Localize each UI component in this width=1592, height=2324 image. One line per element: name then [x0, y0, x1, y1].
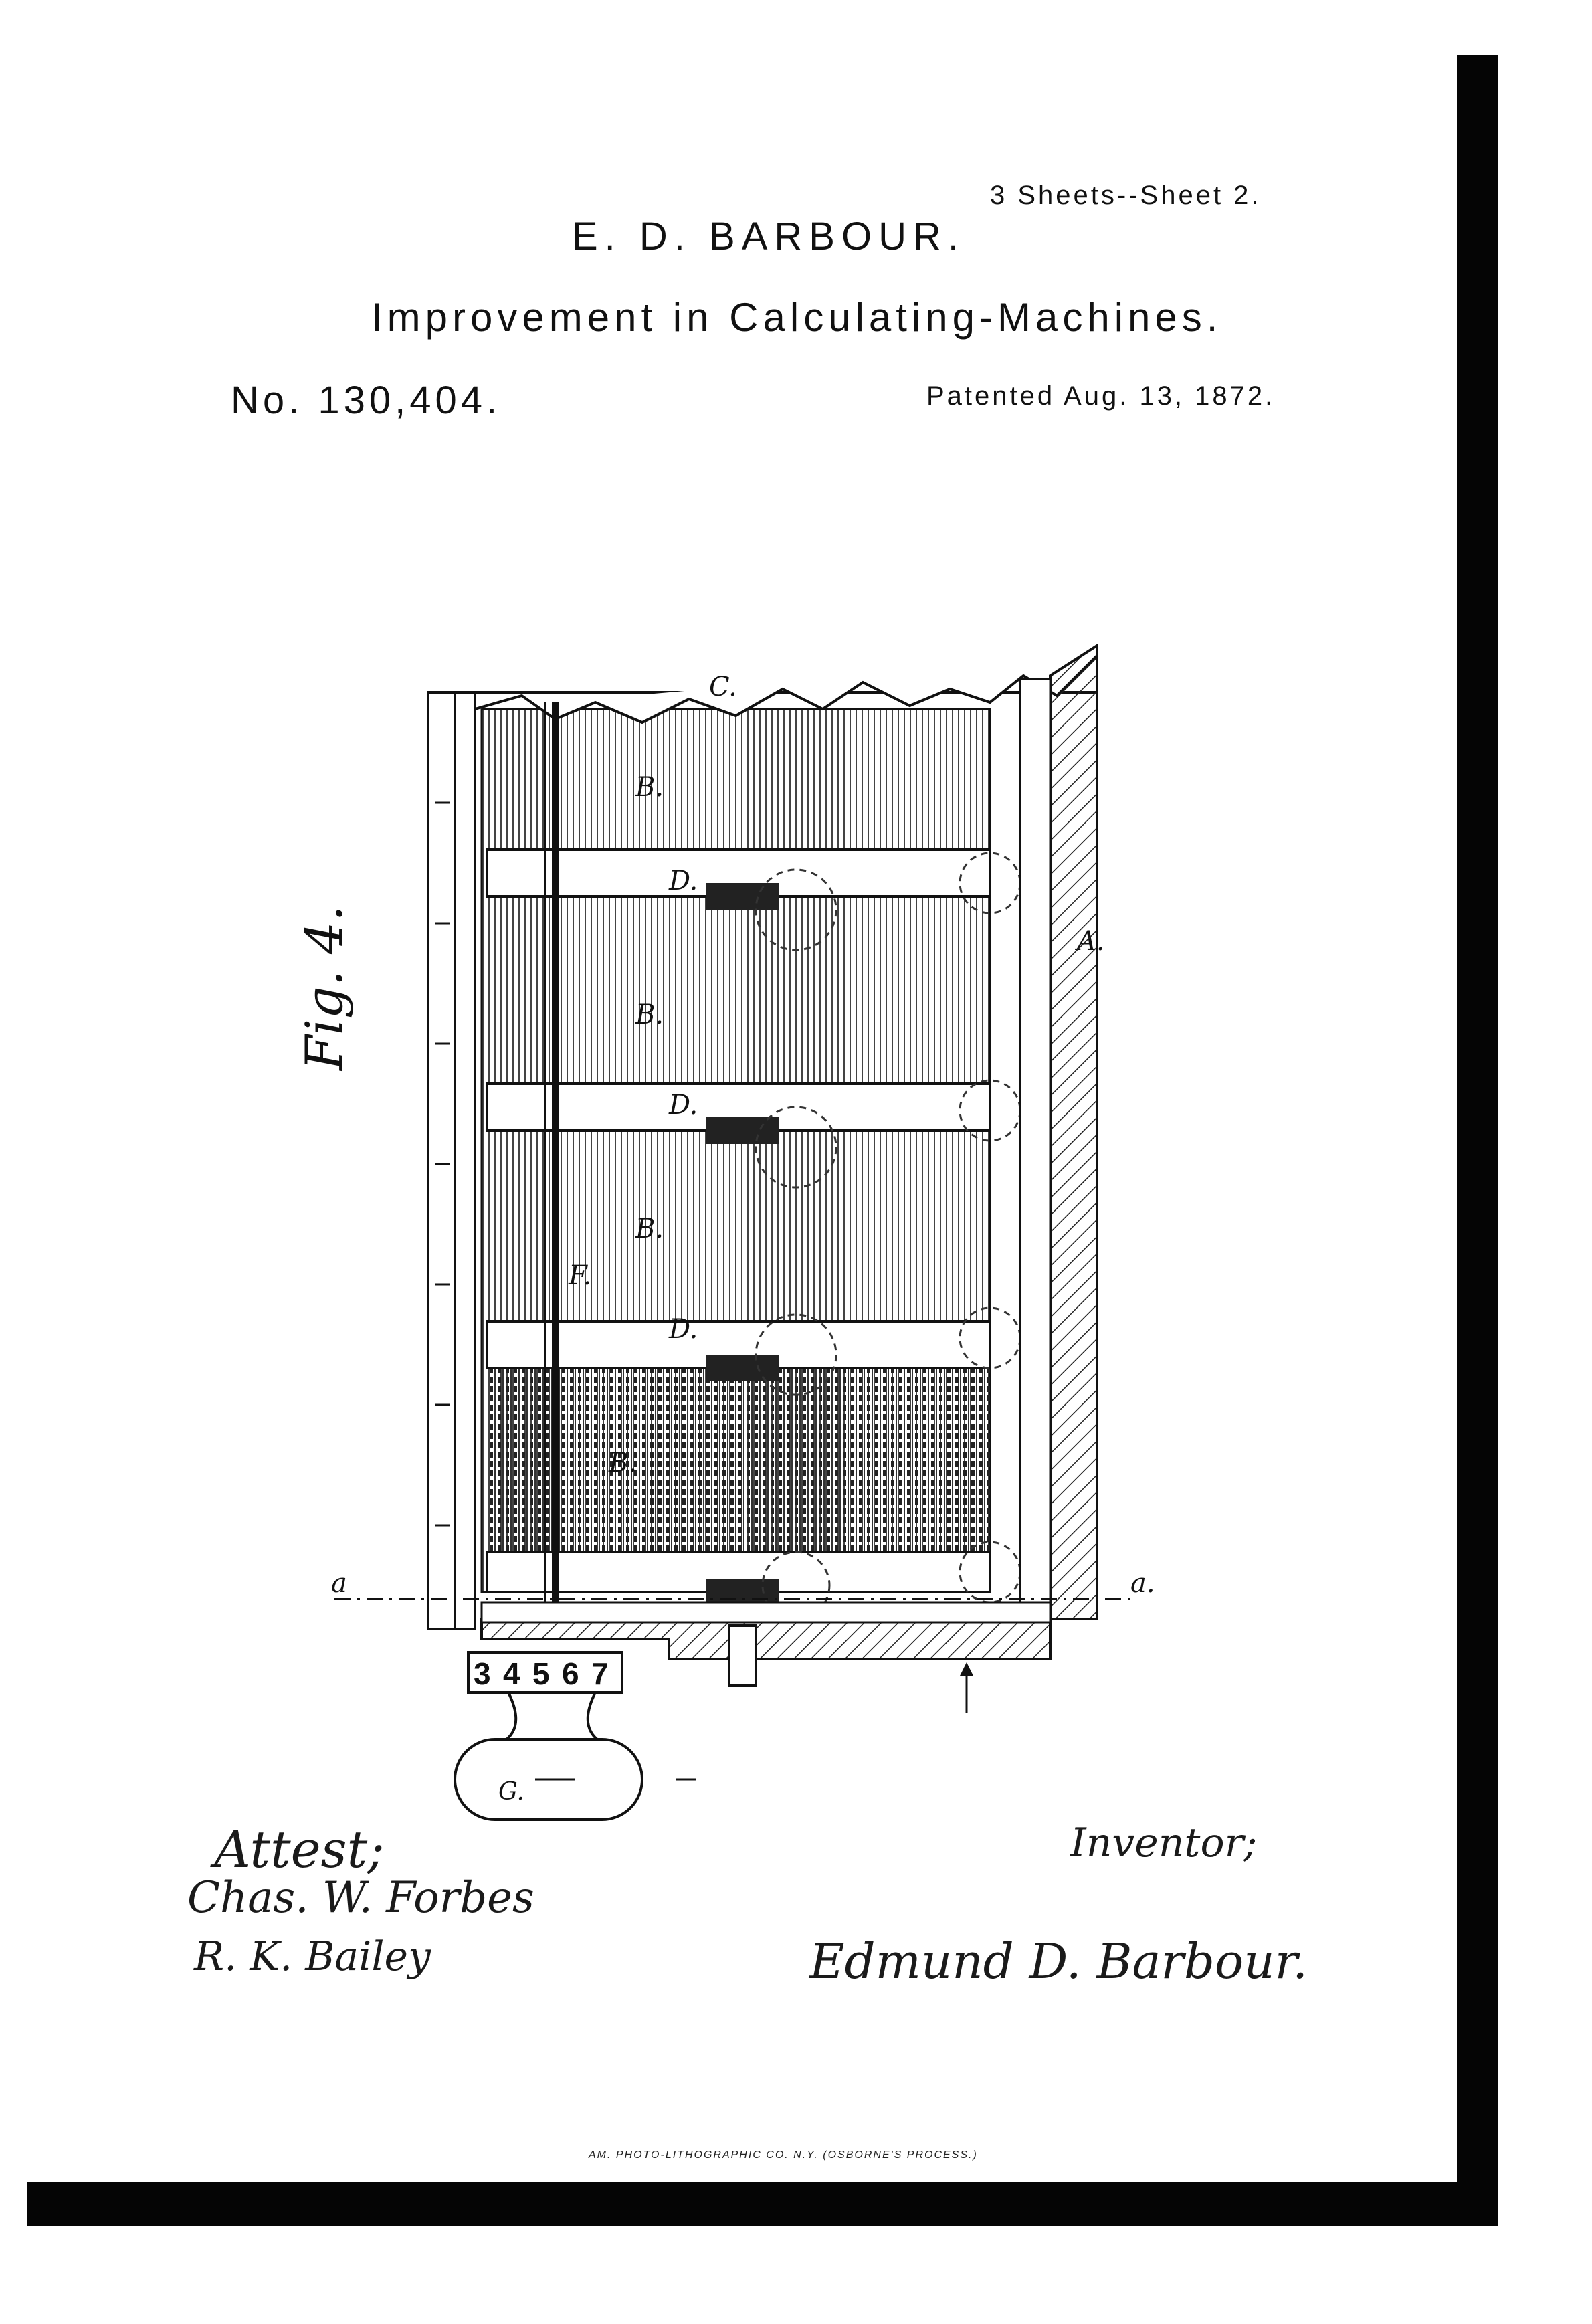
- svg-text:B.: B.: [635, 1214, 664, 1244]
- counter-digit-group: 3 4 5 6 7: [474, 1656, 609, 1691]
- patent-title: Improvement in Calculating-Machines.: [371, 295, 1223, 340]
- drum-lower-keys: [488, 1351, 990, 1565]
- counter-frame: [467, 1651, 623, 1694]
- inventor-name-header: E. D. BARBOUR.: [572, 215, 965, 258]
- svg-text:B.: B.: [608, 1448, 637, 1478]
- counter-digit: 6: [562, 1656, 579, 1691]
- witness-signature: Chas. W. Forbes: [187, 1873, 534, 1923]
- svg-text:D.: D.: [668, 1314, 698, 1345]
- patent-date: Patented Aug. 13, 1872.: [926, 381, 1276, 411]
- part-letters: B. B. B. B. D. D. D. F. A. C. a a.: [331, 672, 1155, 1599]
- svg-text:a: a: [331, 1568, 347, 1599]
- witness-signature: R. K. Bailey: [194, 1933, 431, 1980]
- housing: [480, 643, 1098, 1660]
- attest-label: Attest;: [214, 1820, 385, 1879]
- svg-text:G.: G.: [498, 1778, 524, 1806]
- patent-number: No. 130,404.: [231, 379, 502, 422]
- inventor-signature: Edmund D. Barbour.: [809, 1933, 1308, 1990]
- scan-border-bottom: [27, 2182, 1498, 2226]
- counter-digit: 4: [503, 1656, 520, 1691]
- svg-text:a.: a.: [1130, 1568, 1155, 1599]
- inventor-label: Inventor;: [1070, 1820, 1258, 1866]
- rail-ticks: [435, 801, 450, 1527]
- scan-border-right: [1457, 55, 1498, 2226]
- svg-text:C.: C.: [709, 672, 737, 702]
- counter-digit: 5: [532, 1656, 550, 1691]
- svg-text:F.: F.: [568, 1260, 591, 1291]
- svg-text:B.: B.: [635, 772, 664, 803]
- printer-credit: AM. PHOTO-LITHOGRAPHIC CO. N.Y. (OSBORNE…: [589, 2149, 978, 2161]
- sheet-label: 3 Sheets--Sheet 2.: [990, 181, 1262, 210]
- svg-text:D.: D.: [668, 1090, 698, 1121]
- broken-edge: [474, 654, 1098, 724]
- counter-digit: 3: [474, 1656, 491, 1691]
- svg-text:B.: B.: [635, 999, 664, 1030]
- counter-digit: 7: [591, 1656, 609, 1691]
- svg-text:D.: D.: [668, 866, 698, 896]
